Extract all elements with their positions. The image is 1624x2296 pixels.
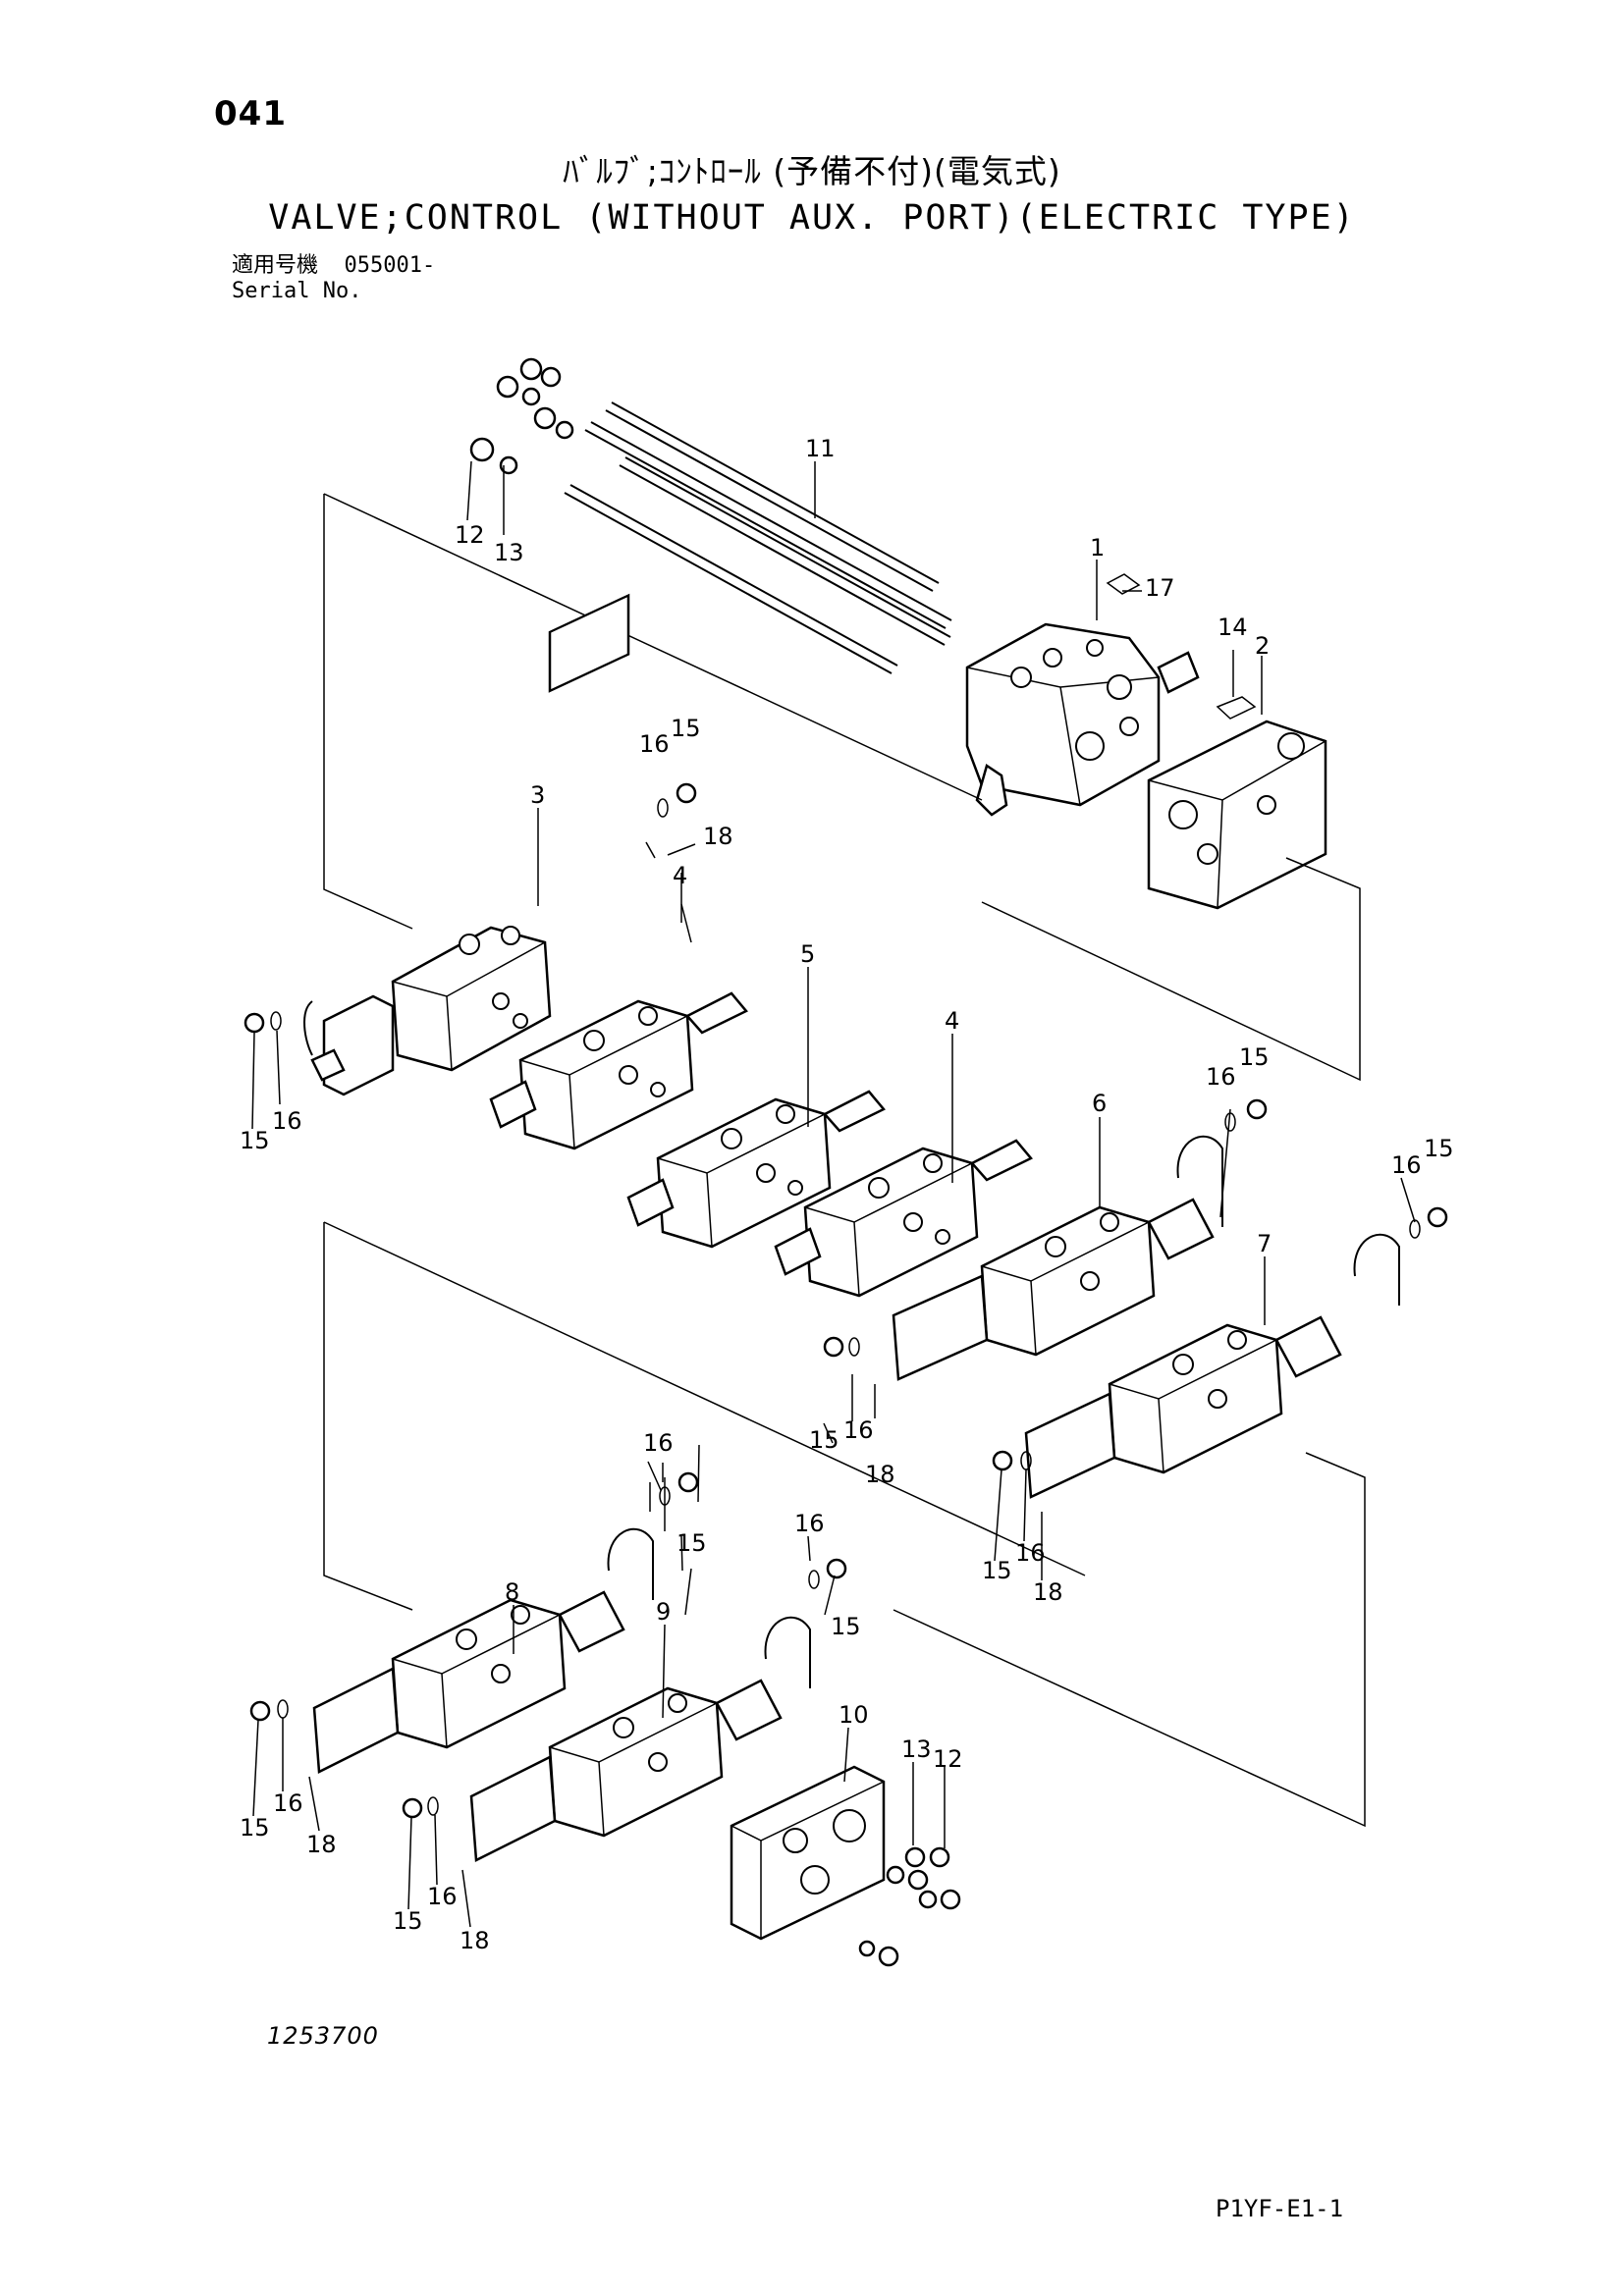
plate-14: [1216, 696, 1257, 720]
callout-15-lowmid: 15: [677, 1529, 707, 1557]
callout-18-7: 18: [1033, 1578, 1063, 1606]
callout-16-8: 16: [273, 1789, 303, 1817]
plate-17: [1106, 573, 1141, 595]
callout-15-left: 15: [240, 1127, 270, 1154]
callout-16-lowmid: 16: [643, 1429, 674, 1457]
callout-16-right: 16: [1391, 1151, 1422, 1179]
callout-15-mid: 15: [1239, 1043, 1270, 1071]
callout-15-7: 15: [982, 1557, 1012, 1584]
callout-8: 8: [505, 1578, 519, 1606]
callout-2: 2: [1255, 632, 1270, 660]
serial-label-en: Serial No.: [232, 279, 362, 303]
tie-rods: [564, 401, 952, 674]
valve-section-6: [892, 1135, 1223, 1381]
upper-guide-lines: [323, 493, 1361, 1082]
callout-4a: 4: [673, 862, 687, 889]
callout-4b: 4: [945, 1007, 959, 1035]
callout-11: 11: [805, 435, 836, 462]
leader-lines: [251, 460, 1416, 1928]
serial-value: 055001-: [344, 253, 436, 278]
callout-18-top: 18: [703, 823, 733, 850]
valve-section-4b: [774, 1139, 1033, 1298]
valve-section-4a: [489, 991, 748, 1150]
callout-15-top: 15: [671, 715, 701, 742]
valve-body-1: [965, 622, 1200, 817]
callout-9: 9: [656, 1598, 671, 1626]
callout-15-8: 15: [240, 1814, 270, 1842]
callout-13: 13: [494, 539, 524, 566]
end-plate-10: [730, 1765, 886, 1941]
callout-1: 1: [1090, 534, 1105, 561]
callout-15-6: 15: [809, 1426, 839, 1454]
callout-6: 6: [1092, 1090, 1107, 1117]
valve-section-9: [469, 1616, 811, 1862]
reference-number: 1253700: [267, 2022, 379, 2050]
callout-18-9b: 18: [460, 1927, 490, 1954]
callout-16-6: 16: [843, 1416, 874, 1444]
page-number: 041: [214, 94, 287, 133]
top-nuts: [469, 357, 574, 475]
callout-16-7: 16: [1015, 1539, 1046, 1567]
callout-16-9b: 16: [427, 1883, 458, 1910]
callout-17: 17: [1145, 574, 1175, 602]
callout-12-bottom: 12: [933, 1745, 963, 1773]
callout-15-right: 15: [1424, 1135, 1454, 1162]
callout-16-left: 16: [272, 1107, 302, 1135]
callout-5: 5: [800, 940, 815, 968]
valve-section-8: [312, 1527, 654, 1774]
valve-section-7: [1024, 1233, 1400, 1499]
serial-block: 適用号機 055001- Serial No.: [232, 253, 435, 304]
serial-label-jp: 適用号機: [232, 253, 319, 278]
callout-18-8: 18: [306, 1831, 337, 1858]
callout-16-top: 16: [639, 730, 670, 758]
lower-guide-lines: [323, 1221, 1366, 1828]
callout-15-9b: 15: [393, 1907, 423, 1935]
valve-section-5: [626, 1090, 886, 1249]
callout-12: 12: [455, 521, 485, 549]
callout-14: 14: [1218, 614, 1248, 641]
callout-16-mid: 16: [1206, 1063, 1236, 1091]
bottom-nuts: [858, 1846, 961, 1967]
end-section-2: [1147, 720, 1327, 910]
plugs-and-orings: [244, 782, 1448, 1819]
callout-7: 7: [1257, 1230, 1272, 1257]
serial-line: 適用号機 055001-: [232, 253, 435, 279]
title-english: VALVE;CONTROL (WITHOUT AUX. PORT)(ELECTR…: [268, 198, 1356, 238]
callout-13-bottom: 13: [901, 1735, 932, 1763]
callout-15-9: 15: [831, 1613, 861, 1640]
callout-16-9: 16: [794, 1510, 825, 1537]
callout-labels: 11 12 13 1 17 14 2 16 15 3 18 4 5 4 15 1…: [240, 435, 1454, 1954]
valve-section-3: [303, 593, 630, 1096]
callout-3: 3: [530, 781, 545, 809]
page-code: P1YF-E1-1: [1216, 2195, 1344, 2222]
title-japanese: ﾊﾞﾙﾌﾞ;ｺﾝﾄﾛｰﾙ (予備不付)(電気式): [563, 152, 1061, 190]
callout-10: 10: [839, 1701, 869, 1729]
callout-18-6: 18: [865, 1461, 895, 1488]
